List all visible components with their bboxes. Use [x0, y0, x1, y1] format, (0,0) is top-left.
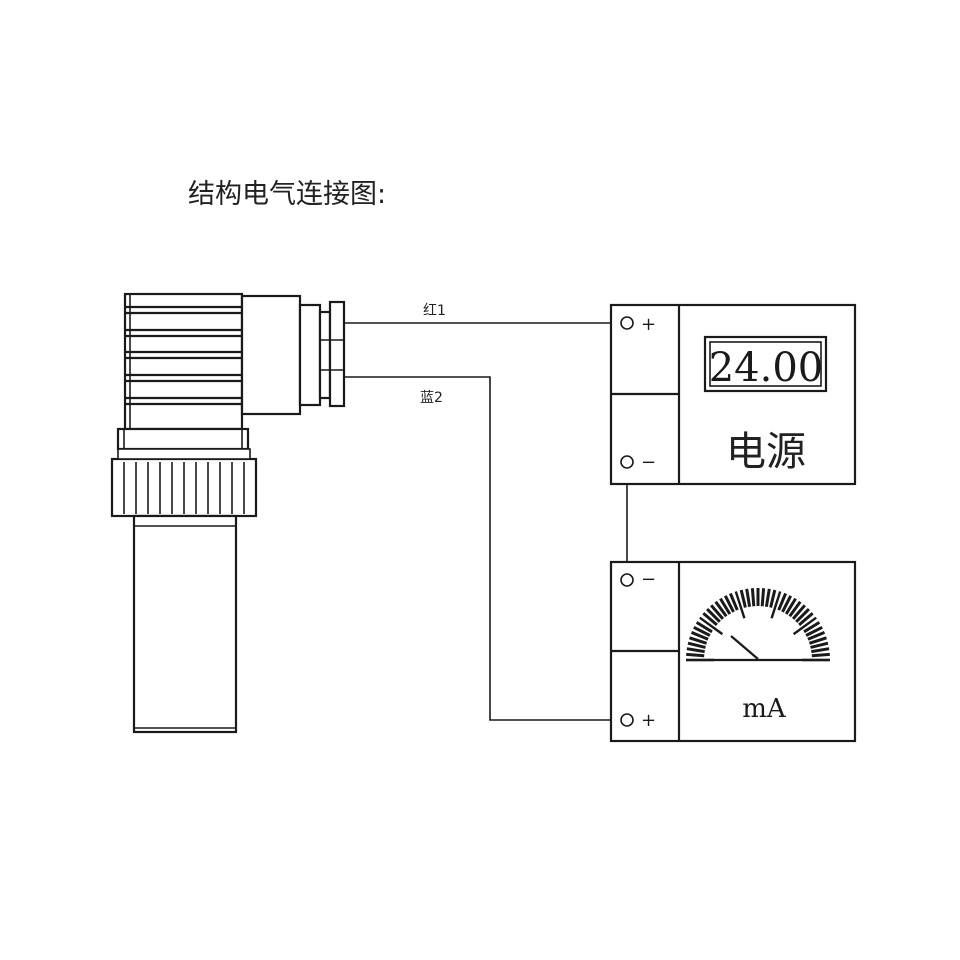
- gauge-tick: [695, 621, 713, 634]
- meter-unit-label: mA: [742, 694, 787, 724]
- gauge-tick: [805, 625, 823, 637]
- gauge-tick: [745, 588, 752, 607]
- gauge-tick: [777, 592, 787, 611]
- gauge-tick: [723, 595, 735, 613]
- meter-plus-terminal: [620, 713, 634, 727]
- gauge-tick: [714, 600, 728, 618]
- gauge-tick: [810, 641, 829, 649]
- gauge-tick: [795, 608, 810, 623]
- milliammeter: [609, 560, 857, 743]
- power-supply: [609, 303, 857, 486]
- gauge-tick: [710, 604, 725, 620]
- nut-knurling: [123, 462, 245, 514]
- gauge-needle: [730, 635, 759, 660]
- gauge-tick: [764, 588, 771, 607]
- gauge-tick: [808, 636, 827, 645]
- gauge-tick: [803, 621, 821, 634]
- power-minus-terminal: [620, 455, 634, 469]
- gauge-tick: [792, 616, 817, 636]
- power-plus-terminal: [620, 316, 634, 330]
- gauge-tick: [811, 652, 830, 658]
- wiring: [344, 322, 628, 721]
- gauge-tick: [734, 591, 746, 619]
- meter-minus-sign: −: [641, 569, 656, 590]
- gauge-tick: [719, 597, 732, 615]
- gauge-tick: [760, 588, 766, 607]
- gauge-tick: [807, 631, 826, 641]
- gauge-scale: [686, 588, 830, 662]
- gauge-tick: [750, 588, 756, 607]
- gauge-tick: [729, 592, 739, 611]
- power-minus-sign: −: [641, 452, 656, 473]
- gauge-tick: [784, 597, 797, 615]
- power-display-value: 24.00: [709, 345, 824, 391]
- blue-wire-label: 蓝2: [420, 390, 443, 406]
- gauge-tick: [739, 589, 747, 608]
- power-plus-sign: +: [641, 314, 656, 335]
- gauge-tick: [798, 612, 814, 627]
- gauge-tick: [686, 647, 705, 654]
- connector-ribs: [125, 305, 242, 406]
- diagram-title: 结构电气连接图:: [188, 179, 386, 210]
- meter-minus-terminal: [620, 573, 634, 587]
- gauge-tick: [791, 604, 806, 620]
- pressure-transmitter: [110, 292, 346, 734]
- gauge-tick: [699, 616, 724, 636]
- gauge-tick: [781, 595, 793, 613]
- gauge-tick: [769, 589, 777, 608]
- gauge-tick: [770, 591, 782, 619]
- gauge-tick: [689, 636, 708, 645]
- meter-plus-sign: +: [641, 710, 656, 731]
- red-wire-label: 红1: [423, 303, 446, 319]
- gauge-tick: [788, 600, 802, 618]
- power-display: [703, 335, 828, 393]
- gauge-tick: [702, 612, 718, 627]
- gauge-tick: [690, 631, 709, 641]
- gauge-tick: [687, 641, 706, 649]
- power-supply-label: 电源: [726, 429, 806, 475]
- gauge-tick: [693, 625, 711, 637]
- gauge-tick: [811, 647, 830, 654]
- gauge-tick: [686, 652, 705, 658]
- gauge-tick: [706, 608, 721, 623]
